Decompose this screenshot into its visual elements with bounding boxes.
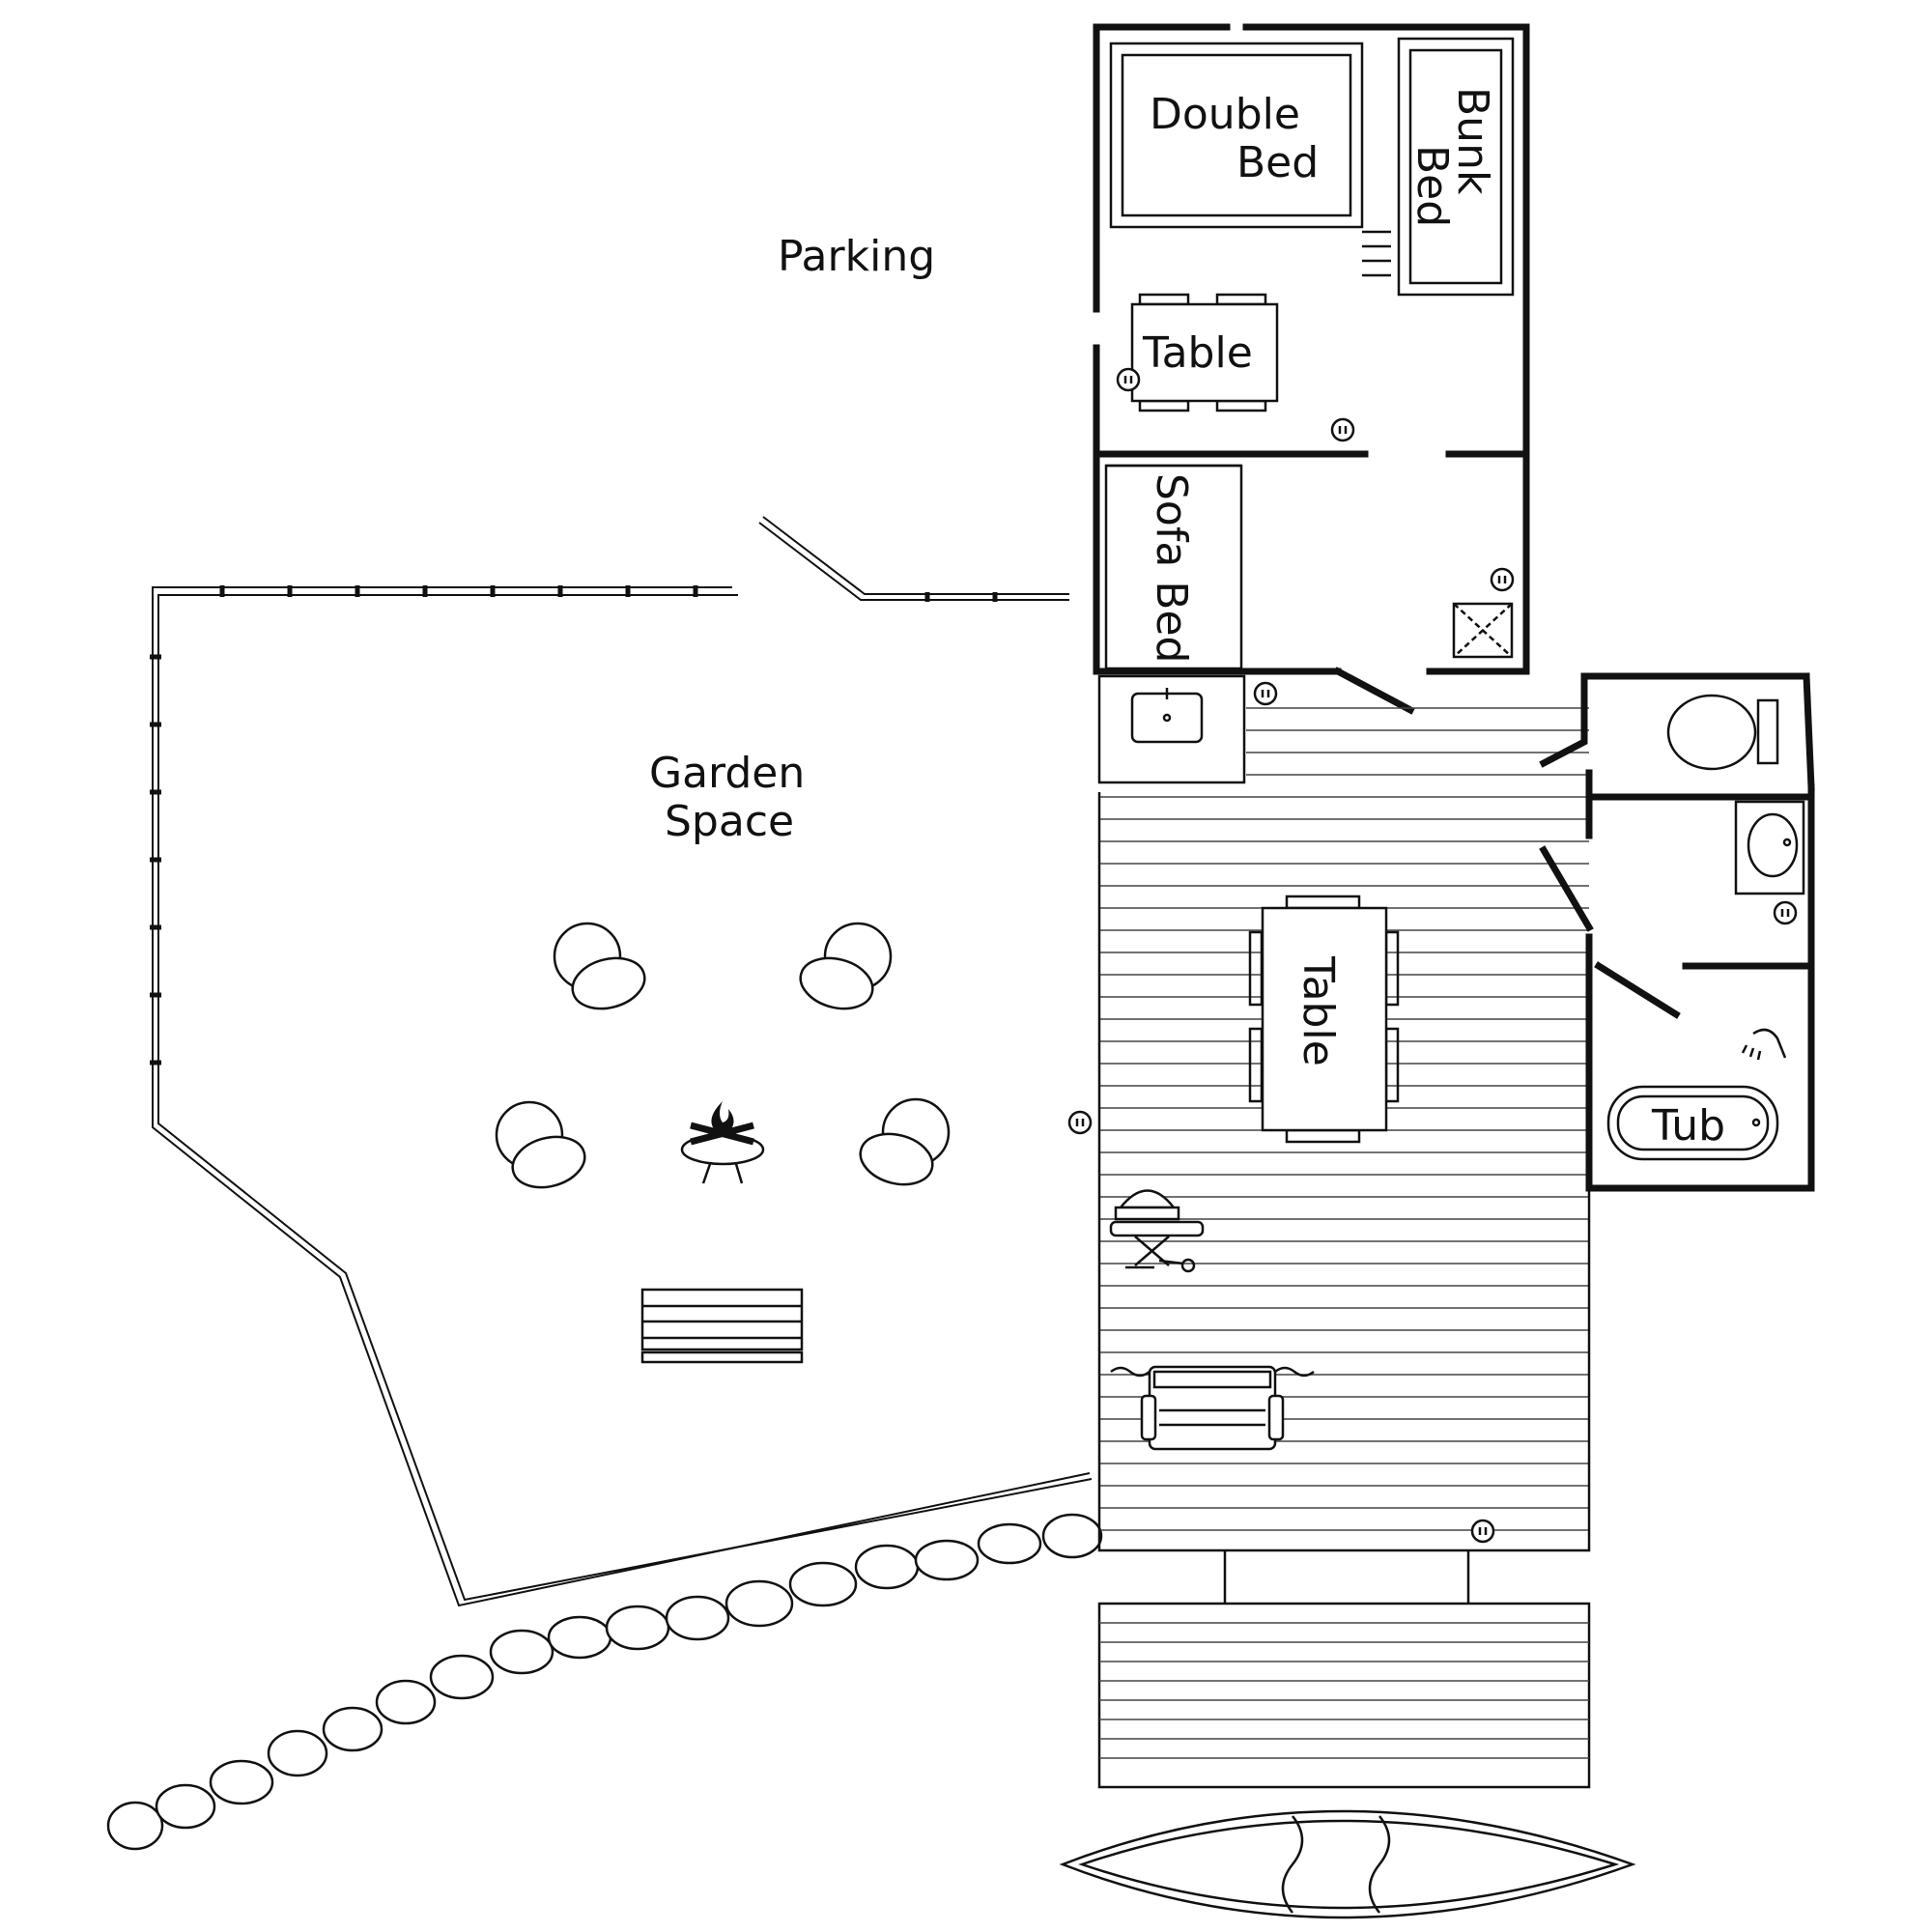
outlet-icon — [1116, 367, 1141, 392]
cabin-table-label: Table — [1142, 328, 1253, 378]
garden-space-label-line2: Space — [665, 797, 794, 846]
deck-table: Table — [1248, 895, 1400, 1144]
porch-swing-icon — [1110, 1365, 1315, 1451]
garden-fence — [150, 516, 1093, 1607]
lower-deck — [1097, 1602, 1591, 1789]
sofa-bed-label: Sofa Bed — [1147, 473, 1196, 663]
double-bed: Double Bed — [1109, 42, 1364, 229]
garden-chair — [859, 1097, 951, 1186]
kitchen-counter — [1097, 674, 1246, 784]
fire-pit-icon — [680, 1101, 765, 1184]
bunk-bed-label-line2: Bed — [1407, 145, 1457, 227]
bathroom: Tub — [1539, 672, 1815, 1192]
parking-label: Parking — [778, 232, 935, 281]
main-deck: Table — [1097, 707, 1591, 1552]
deck-steps — [1223, 1550, 1470, 1604]
tub-label: Tub — [1651, 1101, 1725, 1151]
canoe-icon — [1059, 1809, 1636, 1919]
outlet-icon — [1773, 900, 1798, 925]
toilet-icon — [1666, 694, 1779, 771]
grill-icon — [1109, 1189, 1205, 1273]
garden-chair — [495, 1100, 586, 1189]
cabin-bedroom: Double Bed Bunk Bed Table — [1093, 23, 1530, 715]
bunk-ladder — [1362, 230, 1391, 277]
outlet-icon — [1330, 417, 1355, 442]
shower-icon — [1741, 1028, 1787, 1061]
bathtub: Tub — [1606, 1085, 1779, 1161]
double-bed-label-line2: Bed — [1236, 138, 1319, 187]
garden-bench — [640, 1288, 804, 1364]
garden-chair — [799, 922, 893, 1010]
garden-space-label-line1: Garden — [649, 749, 805, 798]
storage-box — [1452, 602, 1514, 659]
rock-border — [106, 1513, 1103, 1851]
double-bed-label-line1: Double — [1150, 90, 1300, 139]
garden-chair — [553, 922, 646, 1010]
bunk-bed: Bunk Bed — [1362, 37, 1515, 297]
deck-table-label: Table — [1293, 955, 1343, 1066]
outlet-icon — [1067, 1110, 1093, 1135]
outlet-icon — [1470, 1519, 1495, 1544]
outlet-icon — [1490, 567, 1515, 592]
outlet-icon — [1253, 681, 1278, 706]
bunk-bed-label-line1: Bunk — [1448, 87, 1497, 195]
cabin-table: Table — [1130, 293, 1279, 412]
sofa-bed: Sofa Bed — [1104, 464, 1243, 670]
sink-icon — [1734, 800, 1805, 895]
